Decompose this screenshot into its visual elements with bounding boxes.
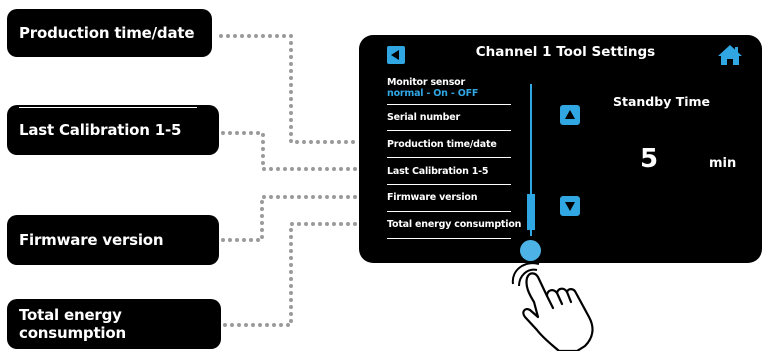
menu-item-firmware-version[interactable]: Firmware version [387, 185, 511, 212]
hand-pointer-icon [511, 262, 594, 351]
callout-total-energy: Total energy consumption [7, 299, 221, 349]
increase-button[interactable] [560, 105, 580, 125]
home-icon[interactable] [717, 44, 743, 66]
callout-production-time-label: Production time/date [19, 24, 195, 42]
callout-divider [19, 107, 197, 108]
standby-time-label: Standby Time [613, 94, 711, 109]
connector-production [219, 34, 361, 144]
settings-menu: Monitor sensor normal - On - OFF Serial … [387, 75, 521, 239]
menu-item-label: Production time/date [387, 139, 497, 150]
menu-item-monitor-sensor[interactable]: Monitor sensor normal - On - OFF [387, 75, 511, 105]
menu-item-label: Monitor sensor [387, 77, 465, 88]
menu-item-label: Firmware version [387, 192, 478, 203]
menu-item-production-time[interactable]: Production time/date [387, 131, 511, 158]
connector-calibration [221, 131, 361, 171]
callout-last-calibration: Last Calibration 1-5 [7, 105, 219, 155]
scrollbar-handle[interactable] [520, 240, 541, 261]
menu-item-label: Serial number [387, 112, 460, 123]
callout-total-energy-label: Total energy consumption [19, 306, 126, 342]
decrease-button[interactable] [560, 196, 580, 216]
monitor-sensor-status[interactable]: normal - On - OFF [387, 88, 479, 99]
callout-last-calibration-label: Last Calibration 1-5 [19, 121, 182, 139]
callout-firmware-version-label: Firmware version [19, 231, 164, 249]
connector-firmware [221, 195, 361, 242]
connector-energy [223, 222, 361, 327]
screen-title: Channel 1 Tool Settings [475, 44, 656, 60]
scrollbar-thumb[interactable] [527, 194, 535, 230]
menu-item-last-calibration[interactable]: Last Calibration 1-5 [387, 158, 511, 185]
back-arrow-icon[interactable] [387, 46, 405, 64]
callout-production-time: Production time/date [7, 9, 212, 57]
standby-time-value: 5 [640, 144, 659, 174]
menu-item-label: Total energy consumption [387, 219, 522, 230]
callout-firmware-version: Firmware version [7, 215, 219, 265]
menu-item-total-energy[interactable]: Total energy consumption [387, 212, 521, 239]
standby-time-unit: min [709, 156, 737, 171]
device-screen: Channel 1 Tool Settings Monitor sensor n… [359, 35, 762, 263]
menu-item-serial-number[interactable]: Serial number [387, 105, 511, 131]
menu-item-label: Last Calibration 1-5 [387, 166, 489, 177]
scrollbar-track[interactable] [530, 84, 532, 236]
